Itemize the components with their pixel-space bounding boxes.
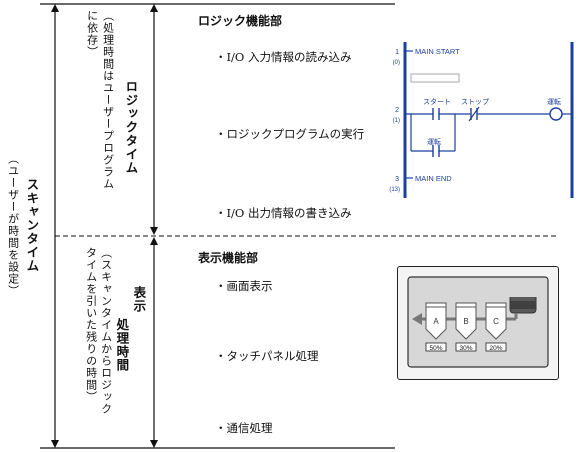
display-item-screen: ・画面表示 xyxy=(215,279,273,293)
rung2-step: (1) xyxy=(393,118,400,124)
display-time-note-line1: （スキャンタイムからロジック xyxy=(99,247,113,415)
display-section-heading: 表示機能部 xyxy=(198,251,259,265)
tank-b-icon xyxy=(455,302,477,340)
contact-start-label: スタート xyxy=(423,97,451,106)
contact-run-label: 運転 xyxy=(427,137,441,146)
display-panel-screen: A B C 50% 30% 20% xyxy=(407,276,549,368)
display-time-title-line2: 処理時間 xyxy=(114,318,130,372)
scan-time-note: （ユーザーが時間を設定） xyxy=(6,153,20,297)
display-panel-frame: A B C 50% 30% 20% xyxy=(397,266,559,380)
logic-section-heading: ロジック機能部 xyxy=(198,14,283,28)
tank-a-value: 50% xyxy=(429,345,442,352)
tank-c-label: C xyxy=(493,317,499,326)
coil-run-symbol xyxy=(549,107,563,121)
rung1-number: 1 xyxy=(395,49,399,56)
display-time-note-line2: タイムを引いた残りの時間） xyxy=(84,247,98,403)
logic-item-program-exec: ・ロジックプログラムの実行 xyxy=(215,127,365,141)
tank-c-value: 20% xyxy=(489,345,502,352)
rung3-number: 3 xyxy=(395,176,399,183)
tank-b-label: B xyxy=(463,317,468,326)
rung1-label: MAIN START xyxy=(415,47,460,56)
display-time-title-line1: 表示 xyxy=(131,286,147,313)
tank-b-value: 30% xyxy=(459,345,472,352)
rung3-step: (13) xyxy=(389,187,400,193)
ladder-diagram: 1 (0) MAIN START 2 (1) スタート ストップ 運転 運転 3… xyxy=(389,42,574,198)
logic-time-title: ロジックタイム xyxy=(123,80,139,175)
coil-run-label: 運転 xyxy=(547,97,561,106)
logic-time-note-line1: （処理時間はユーザープログラム xyxy=(101,10,115,190)
logic-time-note-line2: に依存） xyxy=(85,10,99,58)
scan-time-title: スキャンタイム xyxy=(24,178,40,273)
rung2-number: 2 xyxy=(395,107,399,114)
tank-c-icon xyxy=(485,302,507,340)
tank-a-icon xyxy=(425,302,447,340)
flow-arrow-icon xyxy=(412,313,422,325)
rung1-step: (0) xyxy=(393,60,400,66)
tank-a-label: A xyxy=(433,317,439,326)
contact-stop-label: ストップ xyxy=(461,98,489,106)
ladder-comment-box xyxy=(410,73,460,83)
display-item-touch: ・タッチパネル処理 xyxy=(215,349,319,363)
display-item-comm: ・通信処理 xyxy=(215,421,273,435)
logic-item-io-input: ・I/O 入力情報の読み込み xyxy=(215,50,352,64)
rung3-label: MAIN END xyxy=(415,174,452,183)
logic-item-io-output: ・I/O 出力情報の書き込み xyxy=(215,206,352,220)
